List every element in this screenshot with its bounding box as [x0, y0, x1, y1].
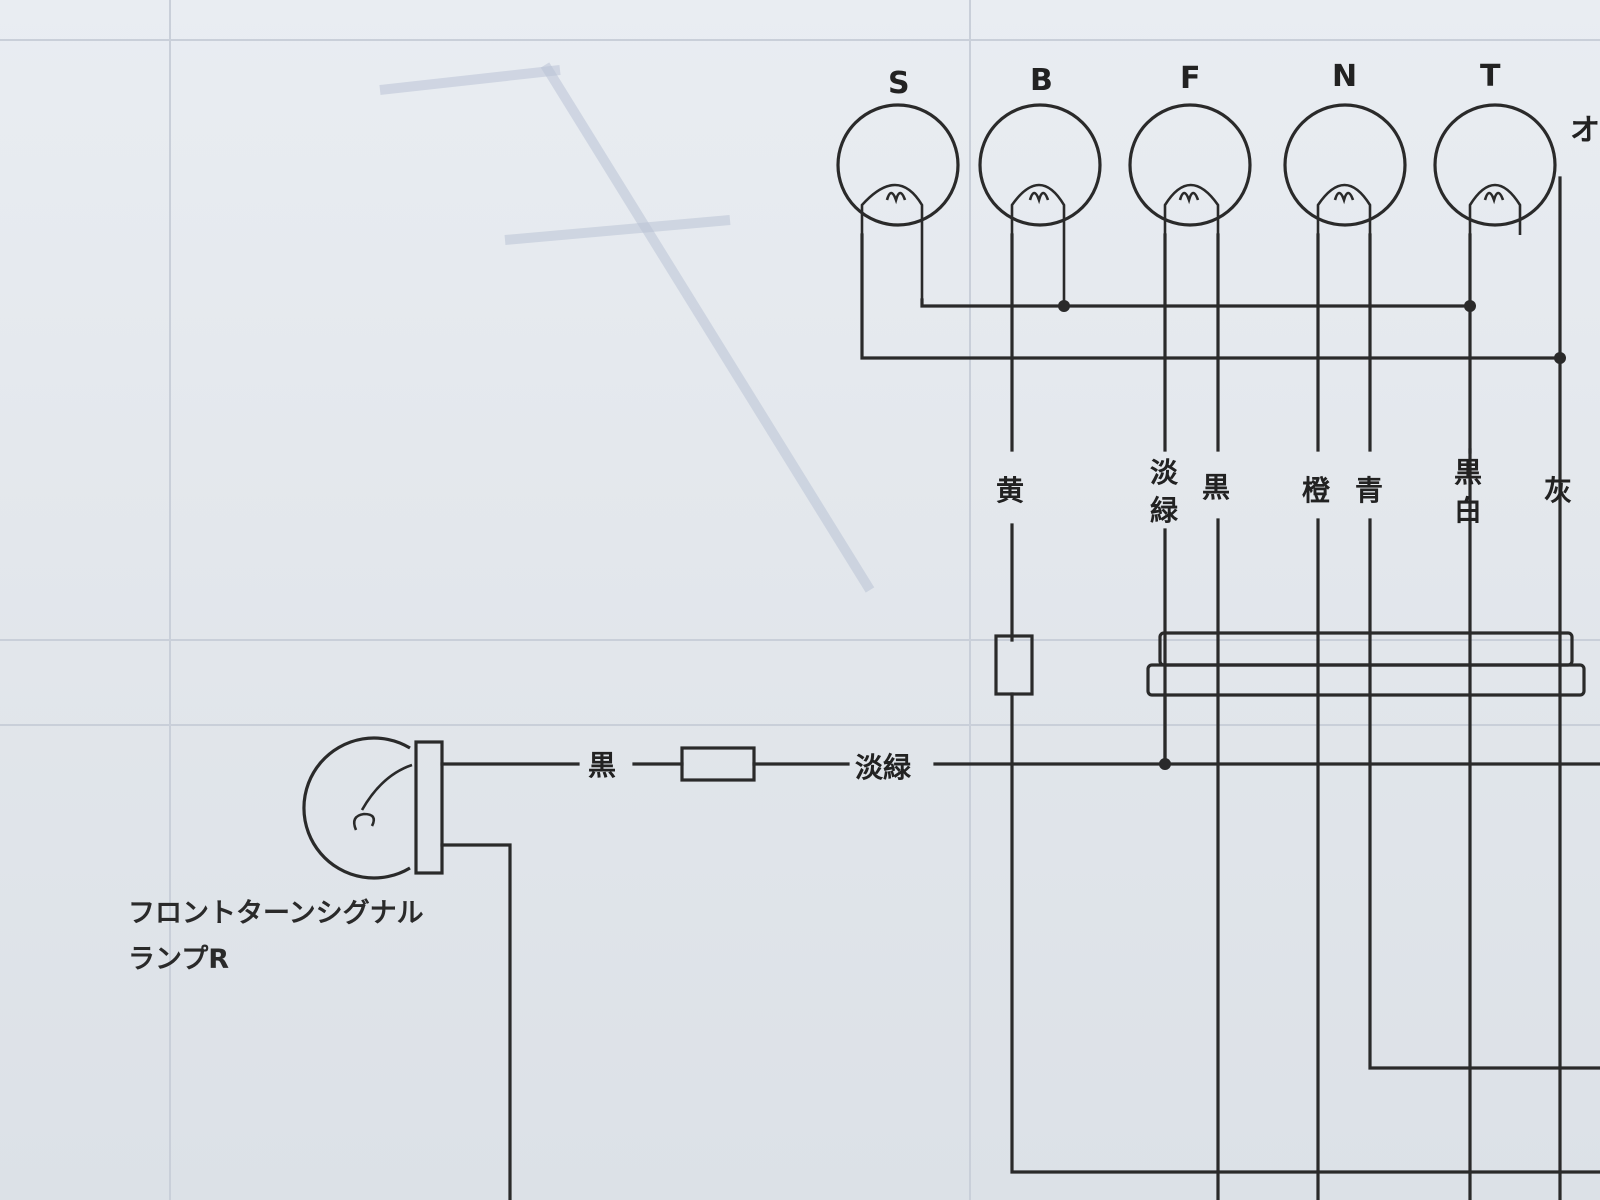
- inline-connector: [680, 746, 756, 782]
- lamp-label-s: S: [888, 66, 910, 101]
- wire-color-black-white-top: 黒: [1454, 456, 1482, 489]
- lamp-bus-wiring: [860, 176, 1562, 1200]
- lamp-caption-line2: ランプR: [128, 944, 229, 975]
- wire-color-black: 黒: [1202, 471, 1230, 504]
- lamp-label-n: N: [1332, 59, 1357, 94]
- harness-wires: [1010, 692, 1600, 1174]
- multi-connector-top: [1158, 631, 1574, 667]
- lamp-output-wires: [1010, 233, 1600, 1200]
- cut-off-text: オ: [1570, 113, 1600, 148]
- signal-wire-light-green: 淡緑: [855, 751, 912, 784]
- single-connector: [994, 634, 1034, 696]
- multi-connector-bottom: [1146, 663, 1586, 697]
- wire-color-light-green-top: 淡: [1150, 456, 1179, 489]
- lamp-label-b: B: [1030, 63, 1053, 98]
- signal-lamp-wiring: [440, 746, 1600, 1200]
- wire-color-black-white-bottom: 白: [1454, 494, 1482, 527]
- wire-color-blue: 青: [1355, 474, 1383, 507]
- wire-color-gray: 灰: [1544, 474, 1572, 507]
- junction-dot: [1159, 758, 1171, 770]
- signal-wire-black: 黒: [588, 749, 616, 782]
- wire-color-yellow: 黄: [996, 474, 1024, 507]
- meter-lamp-s: [836, 103, 960, 300]
- lamp-caption-line1: フロントターンシグナル: [128, 897, 424, 929]
- junction-dot: [1554, 352, 1566, 364]
- meter-lamp-f: [1128, 103, 1252, 235]
- lamp-label-t: T: [1480, 59, 1501, 94]
- lamp-label-f: F: [1180, 61, 1201, 96]
- wire-color-light-green-bottom: 緑: [1150, 494, 1179, 527]
- meter-lamp-n: [1283, 103, 1407, 235]
- front-turn-signal-lamp: [302, 736, 444, 880]
- junction-dot: [1464, 300, 1476, 312]
- wire-color-orange: 橙: [1302, 474, 1331, 507]
- meter-lamp-t: [1433, 103, 1557, 235]
- meter-lamp-b: [978, 103, 1102, 305]
- junction-dot: [1058, 300, 1070, 312]
